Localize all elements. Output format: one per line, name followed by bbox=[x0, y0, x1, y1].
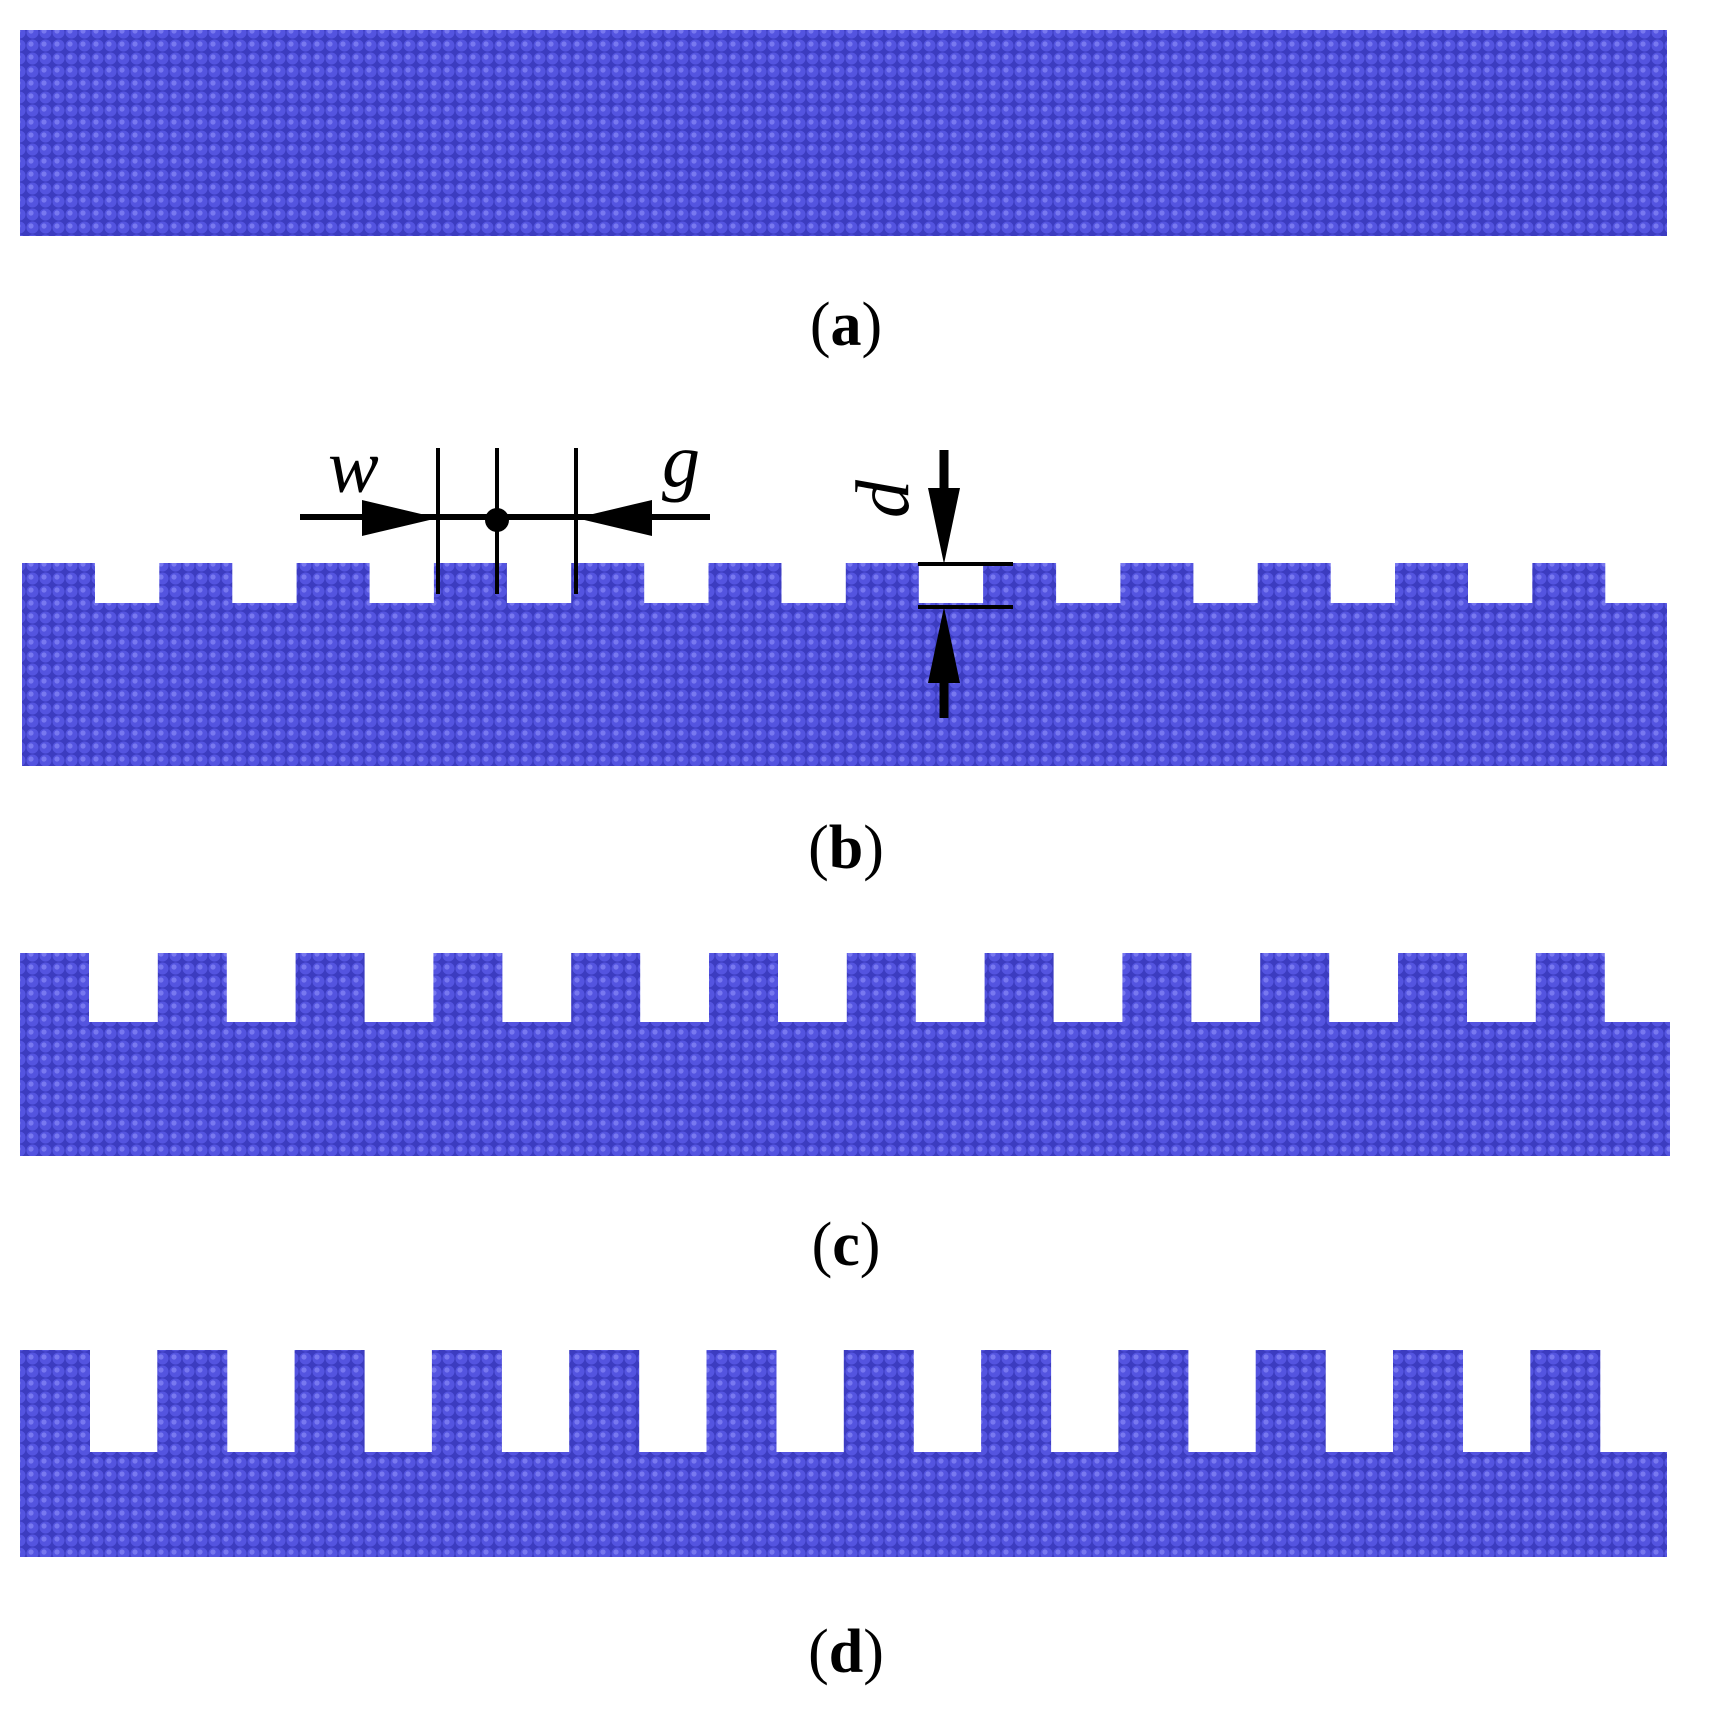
dimension-annotations bbox=[300, 448, 1013, 718]
panel-a-caption: (a) bbox=[810, 291, 882, 359]
panel-d: (d) bbox=[20, 1350, 1667, 1686]
arrow-g bbox=[576, 500, 652, 536]
depth-arrow-top bbox=[928, 488, 960, 564]
panel-c: (c) bbox=[20, 953, 1670, 1279]
label-w: w bbox=[328, 425, 379, 509]
panel-b-slab bbox=[22, 563, 1667, 766]
panel-b-caption: (b) bbox=[808, 814, 884, 882]
label-d: d bbox=[841, 479, 925, 518]
panel-a-slab bbox=[20, 30, 1667, 236]
center-dot bbox=[485, 508, 509, 532]
panel-c-slab bbox=[20, 953, 1670, 1156]
panel-d-caption: (d) bbox=[808, 1618, 884, 1686]
depth-arrow-bottom bbox=[928, 607, 960, 683]
panel-b: (b) w g d bbox=[22, 419, 1667, 882]
arrow-w bbox=[362, 500, 438, 536]
label-g: g bbox=[662, 419, 700, 503]
panel-a: (a) bbox=[20, 30, 1667, 359]
panel-d-slab bbox=[20, 1350, 1667, 1557]
panel-c-caption: (c) bbox=[812, 1211, 881, 1279]
